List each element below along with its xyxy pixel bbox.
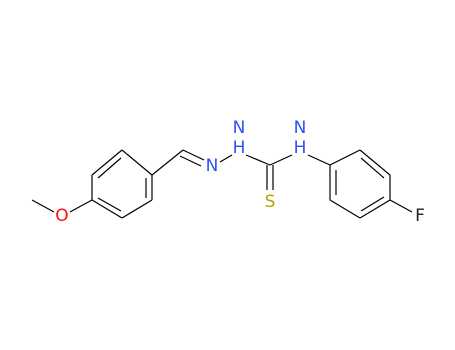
bond-c-nh bbox=[269, 154, 293, 166]
bond-ch-n-imine-b bbox=[179, 155, 202, 167]
bond-ch-n-imine-a bbox=[182, 149, 205, 161]
bond-ring1-ch bbox=[151, 149, 184, 176]
atom-nh-aryl-n: N bbox=[294, 118, 307, 138]
atom-nh-aryl-h: H bbox=[294, 138, 307, 158]
bond-n-nh bbox=[219, 154, 233, 163]
atom-n-imine: N bbox=[206, 156, 219, 176]
bond-nh-c bbox=[245, 154, 271, 166]
bond-ring2-f bbox=[389, 199, 413, 213]
fluorophenyl-ring bbox=[329, 149, 391, 219]
bond-o-ring1 bbox=[69, 199, 93, 213]
bond-nh-ring2 bbox=[307, 154, 331, 166]
bond-ch3-o bbox=[31, 199, 55, 213]
atom-nh-hydrazide-h: H bbox=[233, 138, 246, 158]
atom-o-methoxy: O bbox=[55, 206, 68, 226]
atom-f-fluoro: F bbox=[415, 206, 425, 226]
atom-s-thione: S bbox=[265, 192, 276, 212]
atom-nh-hydrazide-n: N bbox=[233, 118, 246, 138]
methoxyphenyl-ring bbox=[91, 149, 153, 219]
